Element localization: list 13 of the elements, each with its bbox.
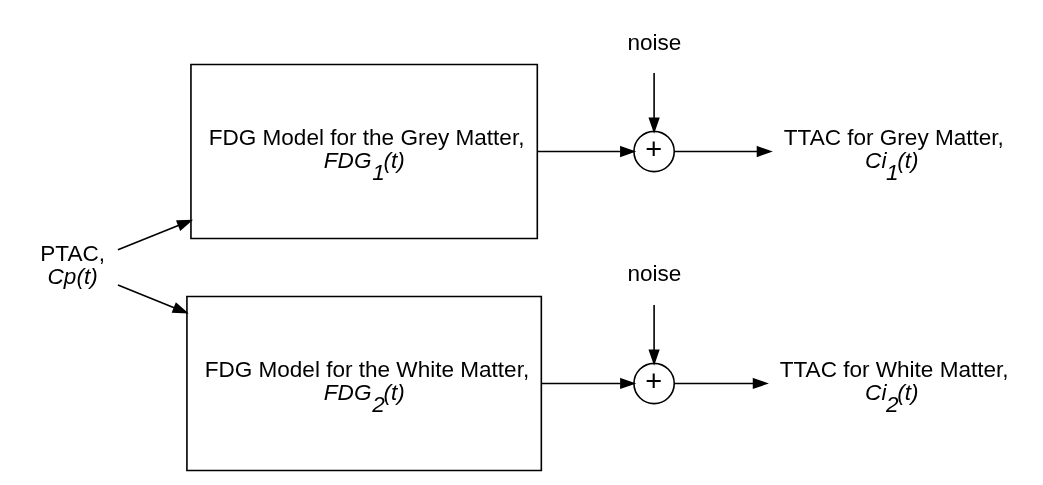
node-text: PTAC, Cp(t)	[39, 241, 105, 289]
arrow	[647, 304, 660, 366]
arrow	[116, 284, 189, 314]
arrow	[647, 72, 660, 134]
arrow	[673, 145, 773, 158]
node-circle: +	[632, 130, 675, 173]
node-text: noise	[627, 261, 681, 287]
arrow	[673, 377, 769, 390]
arrow	[536, 145, 636, 158]
node-text: noise	[627, 29, 681, 55]
node-circle: +	[632, 362, 675, 405]
arrow	[116, 219, 193, 251]
arrow	[540, 377, 636, 390]
